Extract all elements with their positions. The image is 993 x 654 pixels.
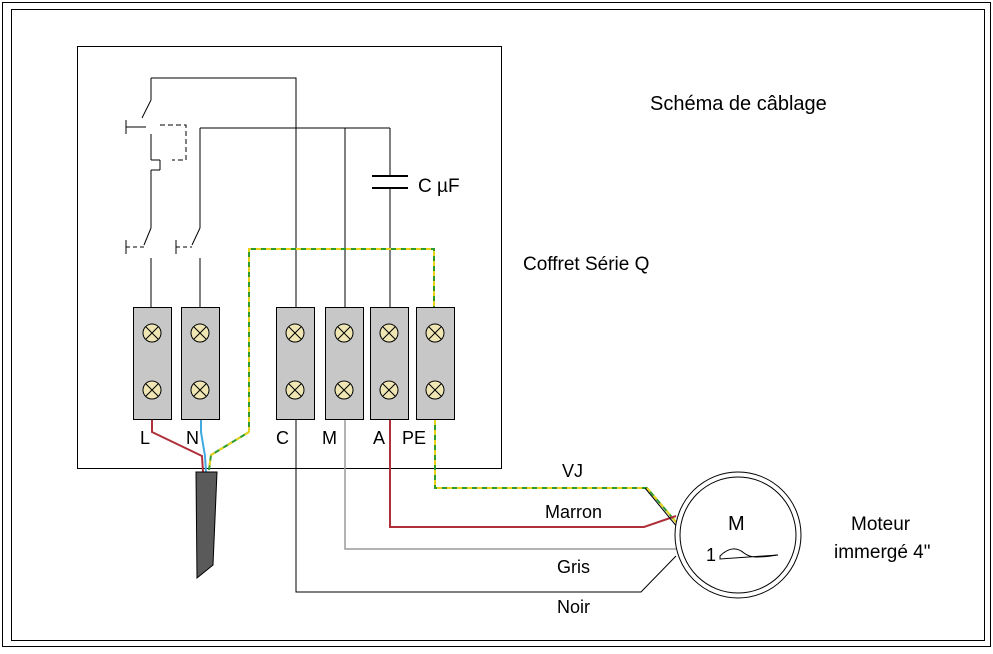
capacitor-label: C µF bbox=[418, 176, 460, 197]
wire-label-gris: Gris bbox=[557, 557, 590, 577]
cabinet-label: Coffret Série Q bbox=[523, 254, 649, 275]
wire-label-noir: Noir bbox=[557, 597, 590, 617]
terminal-label-M: M bbox=[322, 428, 337, 448]
terminal-label-L: L bbox=[140, 428, 150, 448]
terminal-label-A: A bbox=[373, 428, 385, 448]
earth-wire-internal bbox=[208, 248, 435, 471]
terminal-block-C bbox=[276, 307, 315, 420]
supply-wires bbox=[151, 420, 207, 473]
motor-caption-line1: Moteur bbox=[851, 514, 911, 535]
terminal-block-A bbox=[370, 307, 409, 420]
wire-label-marron: Marron bbox=[545, 502, 602, 522]
motor-letter: M bbox=[728, 513, 745, 535]
supply-cable bbox=[195, 471, 218, 580]
terminal-block-M bbox=[325, 307, 364, 420]
motor-symbol: M 1 bbox=[674, 471, 802, 599]
motor-ac-icon bbox=[719, 548, 779, 560]
terminal-label-C: C bbox=[276, 428, 289, 448]
motor-cables bbox=[295, 420, 679, 593]
internal-wiring bbox=[125, 77, 408, 310]
terminal-block-L bbox=[133, 307, 172, 420]
terminal-label-N: N bbox=[186, 428, 199, 448]
motor-phase: 1 bbox=[706, 545, 716, 565]
terminal-block-PE bbox=[416, 307, 455, 420]
wire-label-vj: VJ bbox=[562, 461, 583, 481]
diagram-title: Schéma de câblage bbox=[650, 93, 827, 115]
motor-caption-line2: immergé 4" bbox=[834, 542, 931, 563]
cabinet-box bbox=[77, 46, 502, 469]
terminal-block-N bbox=[181, 307, 220, 420]
terminal-label-PE: PE bbox=[402, 428, 426, 448]
inner-frame bbox=[11, 9, 985, 641]
